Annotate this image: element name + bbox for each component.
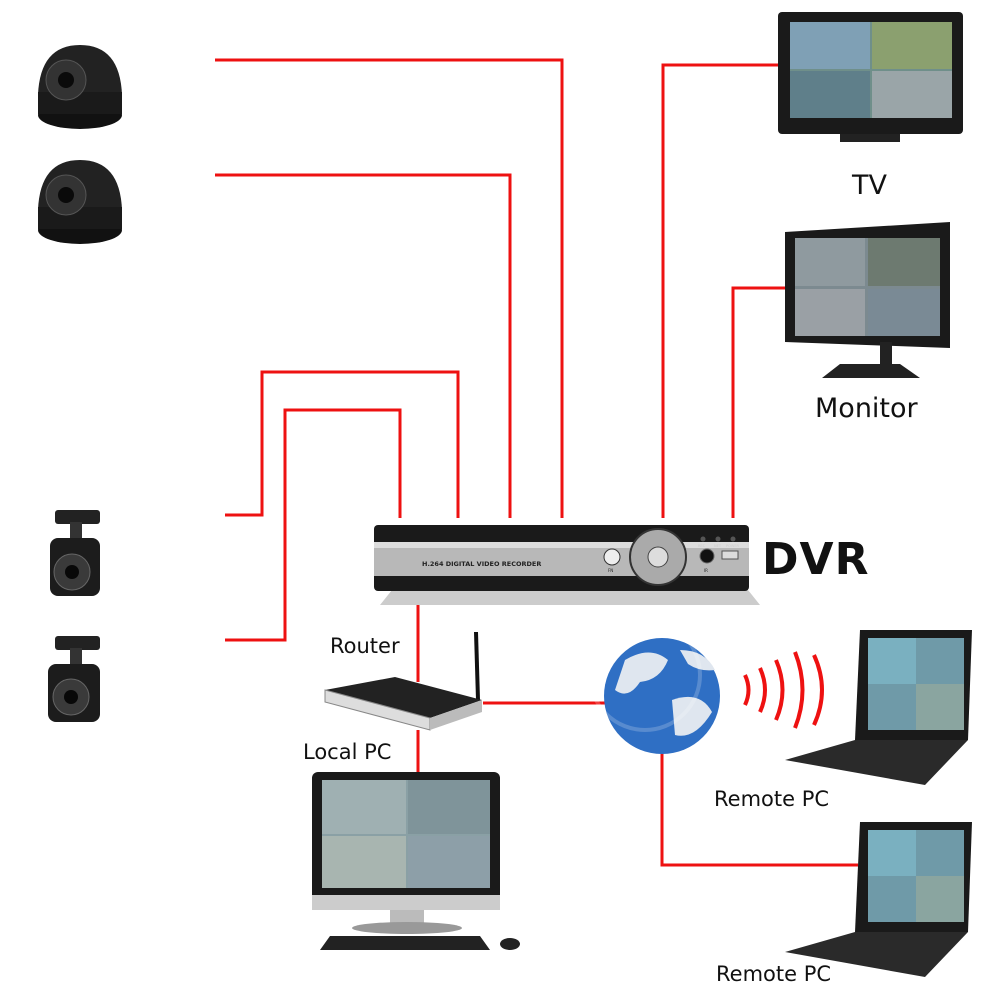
dvr-label: DVR (762, 534, 870, 585)
dvr-device: H.264 DIGITAL VIDEO RECORDER FN IR REC N… (374, 525, 760, 605)
line-dome-camera-1 (215, 58, 564, 518)
monitor-device (785, 222, 950, 378)
line-internet-remote-pc (660, 752, 858, 867)
line-bullet-camera-1 (225, 370, 460, 518)
led-label-net: NET (714, 544, 722, 548)
bullet-camera-1 (50, 510, 100, 596)
remote-laptop-1 (785, 630, 972, 785)
router-device (324, 631, 482, 731)
wireless-signal-icon (743, 651, 824, 729)
router-label: Router (330, 634, 400, 658)
remote-pc-label-1: Remote PC (714, 787, 830, 811)
local-pc-label: Local PC (303, 740, 392, 764)
local-pc-device (312, 772, 520, 950)
connection-lines (215, 58, 858, 867)
ir-label: IR (704, 568, 708, 573)
tv-label: TV (852, 170, 887, 201)
remote-pc-label-2: Remote PC (716, 962, 832, 986)
line-bullet-camera-2 (225, 408, 402, 642)
tv-device (778, 12, 963, 142)
internet-globe (588, 618, 720, 754)
dome-camera-2 (38, 160, 122, 244)
line-tv (661, 63, 780, 518)
remote-laptop-2 (785, 822, 972, 977)
monitor-label: Monitor (815, 393, 918, 424)
led-label-rec: REC (698, 544, 706, 548)
bullet-camera-2 (48, 636, 100, 722)
led-label-power: POWER (726, 544, 740, 548)
fn-label: FN (608, 568, 613, 573)
line-monitor (731, 286, 792, 518)
dvr-model-text: H.264 DIGITAL VIDEO RECORDER (422, 560, 541, 568)
line-dome-camera-2 (215, 173, 512, 518)
dome-camera-1 (38, 45, 122, 129)
